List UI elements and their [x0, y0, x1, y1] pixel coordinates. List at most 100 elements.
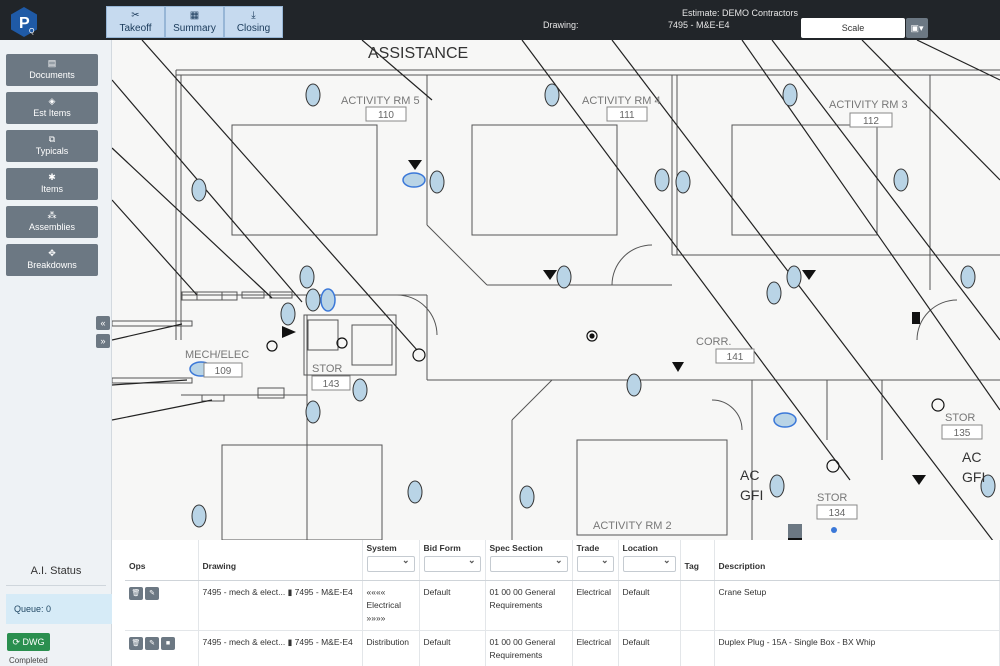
location-cell: Default — [618, 580, 681, 631]
room-number: 135 — [954, 428, 971, 439]
spec-cell: 01 00 00 General Requirements — [485, 580, 573, 631]
col-system: System — [362, 540, 420, 581]
edit-icon[interactable]: ✎ — [145, 586, 159, 600]
nav-closing-button[interactable]: ⤓ Closing — [224, 6, 283, 38]
col-location: Location — [618, 540, 681, 581]
sidebar-item-items[interactable]: ✱ Items — [6, 168, 98, 200]
nav-summary-button[interactable]: ▦ Summary — [165, 6, 224, 38]
ai-status-title: A.I. Status — [30, 565, 82, 577]
room-number: 112 — [863, 116, 879, 127]
col-ops: Ops — [125, 540, 199, 581]
chevron-double-left-icon: « — [100, 318, 106, 328]
sidebar-item-assemblies[interactable]: ⁂ Assemblies — [6, 206, 98, 238]
drawing-value: 7495 - M&E-E4 — [668, 20, 730, 30]
room-number: 110 — [378, 110, 394, 121]
est-items-icon: ◈ — [48, 96, 56, 106]
col-bid-form: Bid Form — [419, 540, 486, 581]
refresh-icon: ⟳ — [12, 637, 23, 647]
nav-takeoff-button[interactable]: ✂ Takeoff — [106, 6, 165, 38]
tag-cell — [680, 580, 715, 631]
dwg-status-button[interactable]: ⟳ DWG — [7, 633, 50, 651]
tag-cell — [680, 630, 715, 666]
drawing-label: Drawing: — [543, 20, 579, 30]
sidebar-item-breakdowns[interactable]: ✥ Breakdowns — [6, 244, 98, 276]
location-filter[interactable] — [622, 555, 676, 572]
document-icon: ▮ — [287, 636, 295, 647]
bid-form-filter[interactable] — [423, 555, 481, 572]
table-row[interactable]: 🗑✎ 7495 - mech & elect... ▮ 7495 - M&E-E… — [125, 580, 1000, 631]
room-name: ACTIVITY RM 4 — [582, 95, 661, 107]
takeoff-table: Ops Drawing System Bid Form Spec Section… — [125, 540, 1000, 666]
nav-takeoff-label: Takeoff — [119, 23, 152, 34]
sidebar-item-label: Typicals — [35, 146, 69, 156]
sidebar-item-label: Breakdowns — [27, 260, 77, 270]
col-spec-section: Spec Section — [485, 540, 573, 581]
room-number: 141 — [727, 352, 744, 363]
dwg-button-label: DWG — [22, 637, 45, 647]
room-name: ACTIVITY RM 5 — [341, 95, 420, 107]
room-name: CORR. — [696, 336, 731, 348]
queue-status: Queue: 0 — [6, 594, 112, 624]
expand-panel-button[interactable]: » — [96, 334, 110, 348]
spec-section-filter[interactable] — [489, 555, 568, 572]
delete-icon[interactable]: 🗑 — [129, 636, 143, 650]
download-icon: ⤓ — [251, 10, 256, 21]
typicals-icon: ⧉ — [48, 134, 56, 144]
nav-closing-label: Closing — [236, 23, 271, 34]
drawing-canvas[interactable]: ASSISTANCE ACTIVITY RM 5 ACTIVITY RM 4 A… — [112, 40, 1000, 540]
trade-filter[interactable] — [576, 555, 614, 572]
gfi-label: GFI — [740, 487, 763, 503]
col-trade: Trade — [572, 540, 619, 581]
stop-icon[interactable]: ■ — [161, 636, 175, 650]
floor-plan: ASSISTANCE ACTIVITY RM 5 ACTIVITY RM 4 A… — [112, 40, 1000, 540]
scale-select[interactable]: Scale — [801, 18, 905, 38]
room-number: 134 — [829, 508, 846, 519]
description-cell: Duplex Plug - 15A - Single Box - BX Whip — [714, 630, 1000, 666]
description-cell: Crane Setup — [714, 580, 1000, 631]
chevron-double-right-icon: » — [100, 336, 106, 346]
room-number: 109 — [215, 366, 232, 377]
room-name: MECH/ELEC — [185, 349, 249, 361]
collapse-sidebar-button[interactable]: « — [96, 316, 110, 330]
items-icon: ✱ — [48, 172, 56, 182]
ac-label: AC — [962, 449, 981, 465]
sheet-name: 7495 - M&E-E4 — [294, 586, 353, 597]
drawing-name: 7495 - mech & elect... — [202, 586, 286, 597]
room-name: STOR — [312, 363, 342, 375]
scale-dropdown-icon: ▣▾ — [910, 23, 924, 33]
system-cell: «««« Electrical »»»» — [362, 580, 420, 631]
delete-icon[interactable]: 🗑 — [129, 586, 143, 600]
documents-icon: ▤ — [47, 58, 57, 68]
col-description: Description — [714, 540, 1000, 581]
bid-form-cell: Default — [419, 630, 486, 666]
table-row[interactable]: 🗑✎■ 7495 - mech & elect... ▮ 7495 - M&E-… — [125, 630, 1000, 666]
sidebar-item-label: Documents — [29, 70, 75, 80]
sidebar-item-typicals[interactable]: ⧉ Typicals — [6, 130, 98, 162]
scissors-icon: ✂ — [131, 10, 140, 21]
app-logo[interactable]: P Q — [8, 6, 40, 38]
scale-settings-button[interactable]: ▣▾ — [906, 18, 928, 38]
room-number: 111 — [619, 110, 635, 121]
bid-form-cell: Default — [419, 580, 486, 631]
sidebar-item-label: Assemblies — [28, 222, 75, 232]
sidebar: ▤ Documents ◈ Est Items ⧉ Typicals ✱ Ite… — [0, 40, 112, 666]
sidebar-item-documents[interactable]: ▤ Documents — [6, 54, 98, 86]
svg-text:P: P — [19, 15, 30, 32]
drawing-cell: 7495 - mech & elect... ▮ 7495 - M&E-E4 — [198, 630, 363, 666]
nav-summary-label: Summary — [173, 23, 216, 34]
system-filter[interactable] — [366, 555, 415, 572]
assemblies-icon: ⁂ — [47, 210, 57, 220]
drawing-cell: 7495 - mech & elect... ▮ 7495 - M&E-E4 — [198, 580, 363, 631]
ops-cell: 🗑✎ — [125, 580, 199, 631]
gfi-label: GFI — [962, 469, 985, 485]
edit-icon[interactable]: ✎ — [145, 636, 159, 650]
system-cell: Distribution — [362, 630, 420, 666]
room-name: STOR — [945, 412, 975, 424]
drawing-name: 7495 - mech & elect... — [202, 636, 286, 647]
sidebar-item-est-items[interactable]: ◈ Est Items — [6, 92, 98, 124]
room-name: STOR — [817, 492, 847, 504]
sheet-name: 7495 - M&E-E4 — [294, 636, 353, 647]
top-bar: P Q ✂ Takeoff ▦ Summary ⤓ Closing Drawin… — [0, 0, 1000, 40]
room-number: 143 — [323, 379, 340, 390]
